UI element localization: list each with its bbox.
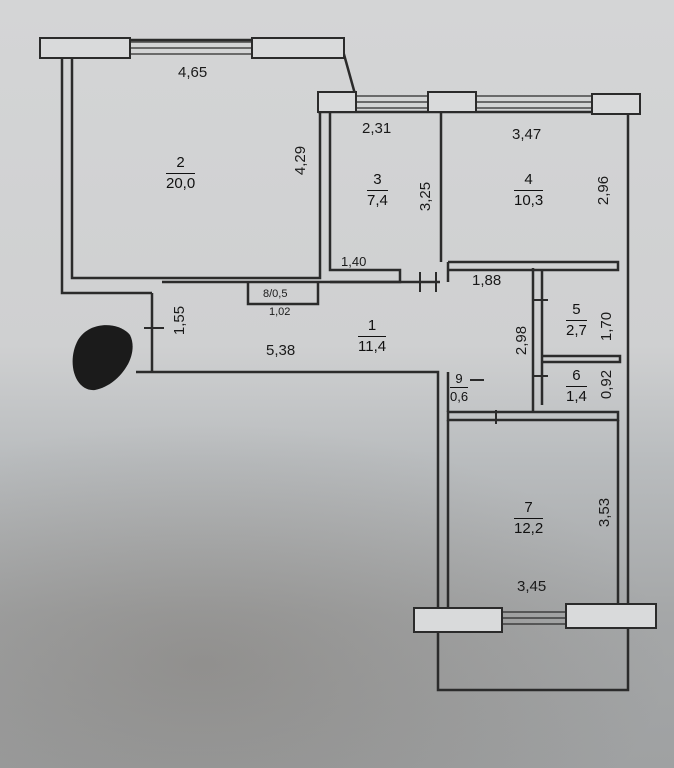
dim-3-45: 3,45: [517, 578, 547, 595]
outer-wall-right: [136, 112, 630, 692]
ink-blot: [72, 325, 133, 391]
outer-wall-top-left: [60, 58, 152, 295]
dim-0-92: 0,92: [598, 369, 616, 400]
dim-1-70: 1,70: [598, 311, 616, 342]
room7-walls: [446, 420, 620, 608]
dim-5-38: 5,38: [266, 342, 296, 359]
window-room2-right-block: [251, 37, 345, 59]
window-room2-left-block: [39, 37, 131, 59]
closet8: [246, 282, 320, 306]
room2-inner: [70, 58, 322, 280]
window-room3-block: [317, 91, 357, 113]
dim-1-02: 1,02: [269, 306, 291, 318]
window-room7-right: [565, 603, 657, 629]
dim-1-55: 1,55: [171, 305, 189, 336]
dim-1-40: 1,40: [341, 254, 367, 269]
dim-3-25: 3,25: [417, 181, 435, 212]
dim-3-53: 3,53: [596, 497, 614, 528]
dim-4-29: 4,29: [292, 145, 310, 176]
bath56-divider: [542, 354, 622, 364]
window-mid-block: [427, 91, 477, 113]
dim-2-31: 2,31: [362, 120, 392, 137]
dim-2-96: 2,96: [595, 175, 613, 206]
dim-1-88: 1,88: [472, 272, 502, 289]
dim-2-98: 2,98: [513, 325, 531, 356]
bath-bottom: [446, 410, 620, 422]
dim-4-65: 4,65: [178, 64, 208, 81]
window-right-block: [591, 93, 641, 115]
shadow-overlay: [0, 420, 674, 768]
dim-3-47: 3,47: [512, 126, 542, 143]
window-room7-left: [413, 607, 503, 633]
closet-8-label: 8/0,5: [263, 288, 288, 300]
